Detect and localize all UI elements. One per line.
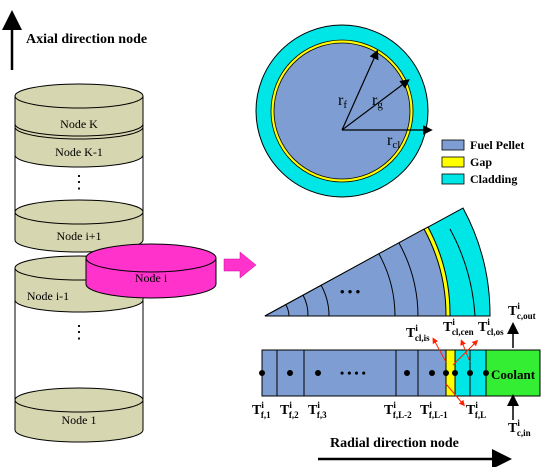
pointer-arrow: [432, 337, 447, 363]
strip-ellipsis: • • • •: [340, 366, 366, 380]
node-1-disk: Node 1: [14, 387, 144, 443]
node-i-plus-1-label: Node i+1: [56, 229, 101, 243]
legend-swatch-fuel: [441, 139, 465, 151]
radial-node-strip: Coolant • • • •: [259, 322, 541, 420]
node-point: [483, 370, 489, 376]
legend-label-cladding: Cladding: [470, 172, 517, 186]
rg-arrow: [341, 79, 410, 131]
pointer-arrow: [460, 339, 471, 363]
legend-swatch-cladding: [441, 173, 465, 185]
rcl-label: rcl: [387, 132, 400, 151]
fuel-sector-view: • • •: [264, 207, 491, 317]
coolant-label: Coolant: [491, 367, 536, 382]
node-point: [467, 370, 473, 376]
node-i-plus-1-disk: Node i+1: [14, 199, 144, 253]
legend-label-gap: Gap: [470, 155, 492, 169]
node-point: [404, 370, 410, 376]
node-i-minus-1-label: Node i-1: [27, 289, 69, 303]
node-point: [429, 370, 435, 376]
lower-ellipsis: ⋮: [70, 322, 88, 342]
sector-ellipsis: • • •: [340, 284, 361, 299]
node-i-label: Node i: [135, 271, 168, 285]
legend-swatch-gap: [441, 156, 465, 168]
upper-ellipsis: ⋮: [70, 172, 88, 192]
node-k-minus-1-label: Node K-1: [55, 145, 103, 159]
node-point: [315, 370, 321, 376]
coolant-region: [485, 349, 541, 397]
rf-label: rf: [338, 92, 347, 111]
node-point: [443, 370, 449, 376]
node-i-disk: Node i: [85, 243, 217, 299]
node-k-disk: Node K: [14, 83, 144, 137]
axial-direction-title: Axial direction node: [26, 32, 147, 47]
node-point: [259, 370, 265, 376]
legend-label-fuel: Fuel Pellet: [470, 138, 524, 152]
fuel-cross-section: rf rg rcl: [255, 24, 433, 198]
node-k-label: Node K: [60, 117, 98, 131]
node-point: [452, 370, 458, 376]
upper-node-stack: Node i+1 ⋮ Node K-1 Node K: [14, 83, 144, 253]
radial-direction-title: Radial direction node: [330, 436, 459, 451]
node-point: [287, 370, 293, 376]
pointer-arrow: [452, 339, 479, 366]
rf-arrow: [341, 49, 379, 131]
pointer-arrow: [445, 383, 465, 407]
magenta-arrow: [223, 251, 257, 279]
lower-node-stack: Node 1 ⋮ Node i-1: [14, 255, 144, 443]
legend: Fuel Pellet Gap Cladding: [441, 138, 524, 186]
node-1-label: Node 1: [62, 413, 97, 427]
rg-label: rg: [372, 92, 383, 111]
